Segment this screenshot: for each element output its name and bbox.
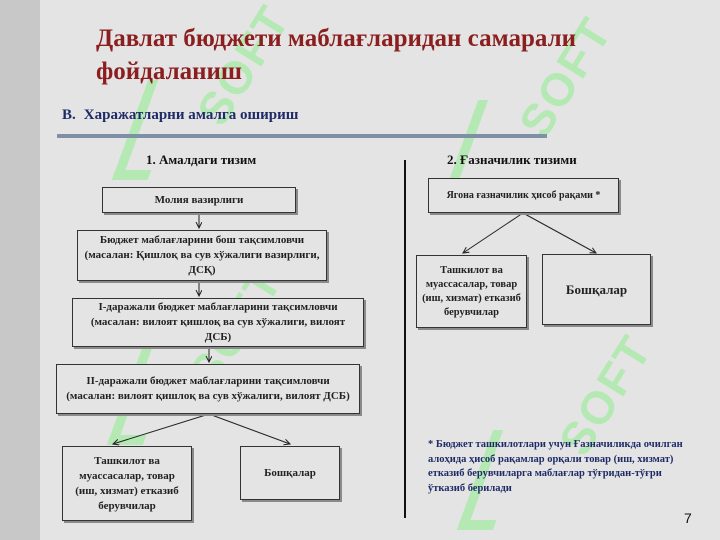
footnote: * Бюджет ташкилотлари учун Ғазначиликда …	[428, 439, 683, 494]
section-heading-text: Харажатларни амалга ошириш	[83, 107, 299, 123]
chief-budget-distributor-box: Бюджет маблағларини бош тақсимловчи (мас…	[77, 230, 327, 281]
arrow-treasury-to-others	[522, 212, 596, 253]
right-column-heading: 2. Ғазначилик тизими	[447, 152, 577, 167]
ministry-of-finance-box: Молия вазирлиги	[102, 187, 296, 213]
single-treasury-account-label: Ягона ғазначилик ҳисоб рақами *	[446, 190, 601, 201]
level1-distributor-box: I-даражали бюджет маблағларини тақсимлов…	[72, 298, 364, 347]
right-others-box: Бошқалар	[542, 254, 651, 325]
single-treasury-account-box: Ягона ғазначилик ҳисоб рақами *	[428, 178, 619, 213]
arrow-treasury-to-orgs	[463, 212, 524, 253]
level1-distributor-label: I-даражали бюджет маблағларини тақсимлов…	[90, 301, 346, 343]
page-number: 7	[684, 510, 692, 526]
slide-title: Давлат бюджети маблағларидан самарали фо…	[96, 25, 576, 85]
left-decor-bar	[0, 0, 40, 540]
right-others-label: Бошқалар	[565, 282, 628, 297]
left-others-label: Бошқалар	[264, 466, 316, 479]
section-underline	[57, 134, 547, 138]
ministry-of-finance-label: Молия вазирлиги	[154, 193, 244, 206]
left-column-heading: 1. Амалдаги тизим	[146, 152, 257, 167]
arrow-level2-to-others	[208, 413, 290, 444]
arrow-level2-to-orgs	[113, 413, 210, 444]
left-organizations-label: Ташкилот ва муассасалар, товар (иш, хизм…	[75, 454, 179, 512]
level2-distributor-box: II-даражали бюджет маблағларини тақсимло…	[56, 364, 360, 414]
right-organizations-box: Ташкилот ва муассасалар, товар (иш, хизм…	[416, 255, 527, 328]
right-organizations-label: Ташкилот ва муассасалар, товар (иш, хизм…	[422, 264, 521, 318]
section-heading: B. Харажатларни амалга ошириш	[62, 107, 298, 124]
section-letter: B.	[62, 107, 76, 123]
left-others-box: Бошқалар	[240, 446, 340, 500]
column-divider	[404, 160, 406, 518]
left-organizations-box: Ташкилот ва муассасалар, товар (иш, хизм…	[62, 446, 192, 521]
chief-budget-distributor-label: Бюджет маблағларини бош тақсимловчи (мас…	[84, 234, 320, 276]
level2-distributor-label: II-даражали бюджет маблағларини тақсимло…	[66, 375, 350, 402]
